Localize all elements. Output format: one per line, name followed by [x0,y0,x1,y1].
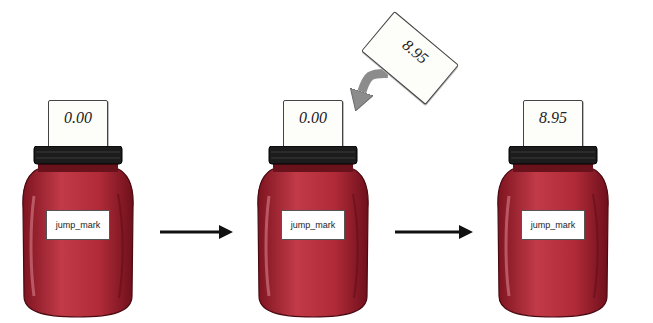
jar-shade [118,194,123,298]
jar-highlight [31,196,34,296]
slip-value: 8.95 [539,109,567,127]
insert-arrow [362,73,388,91]
lid-ridge [36,152,120,158]
jar-label: jump_mark [281,210,345,240]
slip-value: 8.95 [399,36,432,68]
jar-lid [269,146,357,164]
slip-value: 0.00 [64,109,92,127]
jar-highlight [266,196,269,296]
jar-shade [593,194,598,298]
jar-body [258,168,368,317]
jar-highlight [506,196,509,296]
paper-slip: 8.95 [523,100,583,152]
jar-label: jump_mark [46,210,110,240]
flow-arrow [395,231,459,234]
jar-lid [509,146,597,164]
jar: jump_mark [495,146,611,318]
jar-label: jump_mark [521,210,585,240]
paper-slip: 0.00 [48,100,108,152]
paper-slip: 8.95 [361,11,459,105]
jar-body [498,168,608,317]
jar-body [23,168,133,317]
flow-arrow [160,231,219,234]
jar: jump_mark [20,146,136,318]
lid-ridge [271,152,355,158]
lid-ridge [511,152,595,158]
jar-lid [34,146,122,164]
slip-value: 0.00 [299,109,327,127]
jar-shade [353,194,358,298]
jar: jump_mark [255,146,371,318]
paper-slip: 0.00 [283,100,343,152]
